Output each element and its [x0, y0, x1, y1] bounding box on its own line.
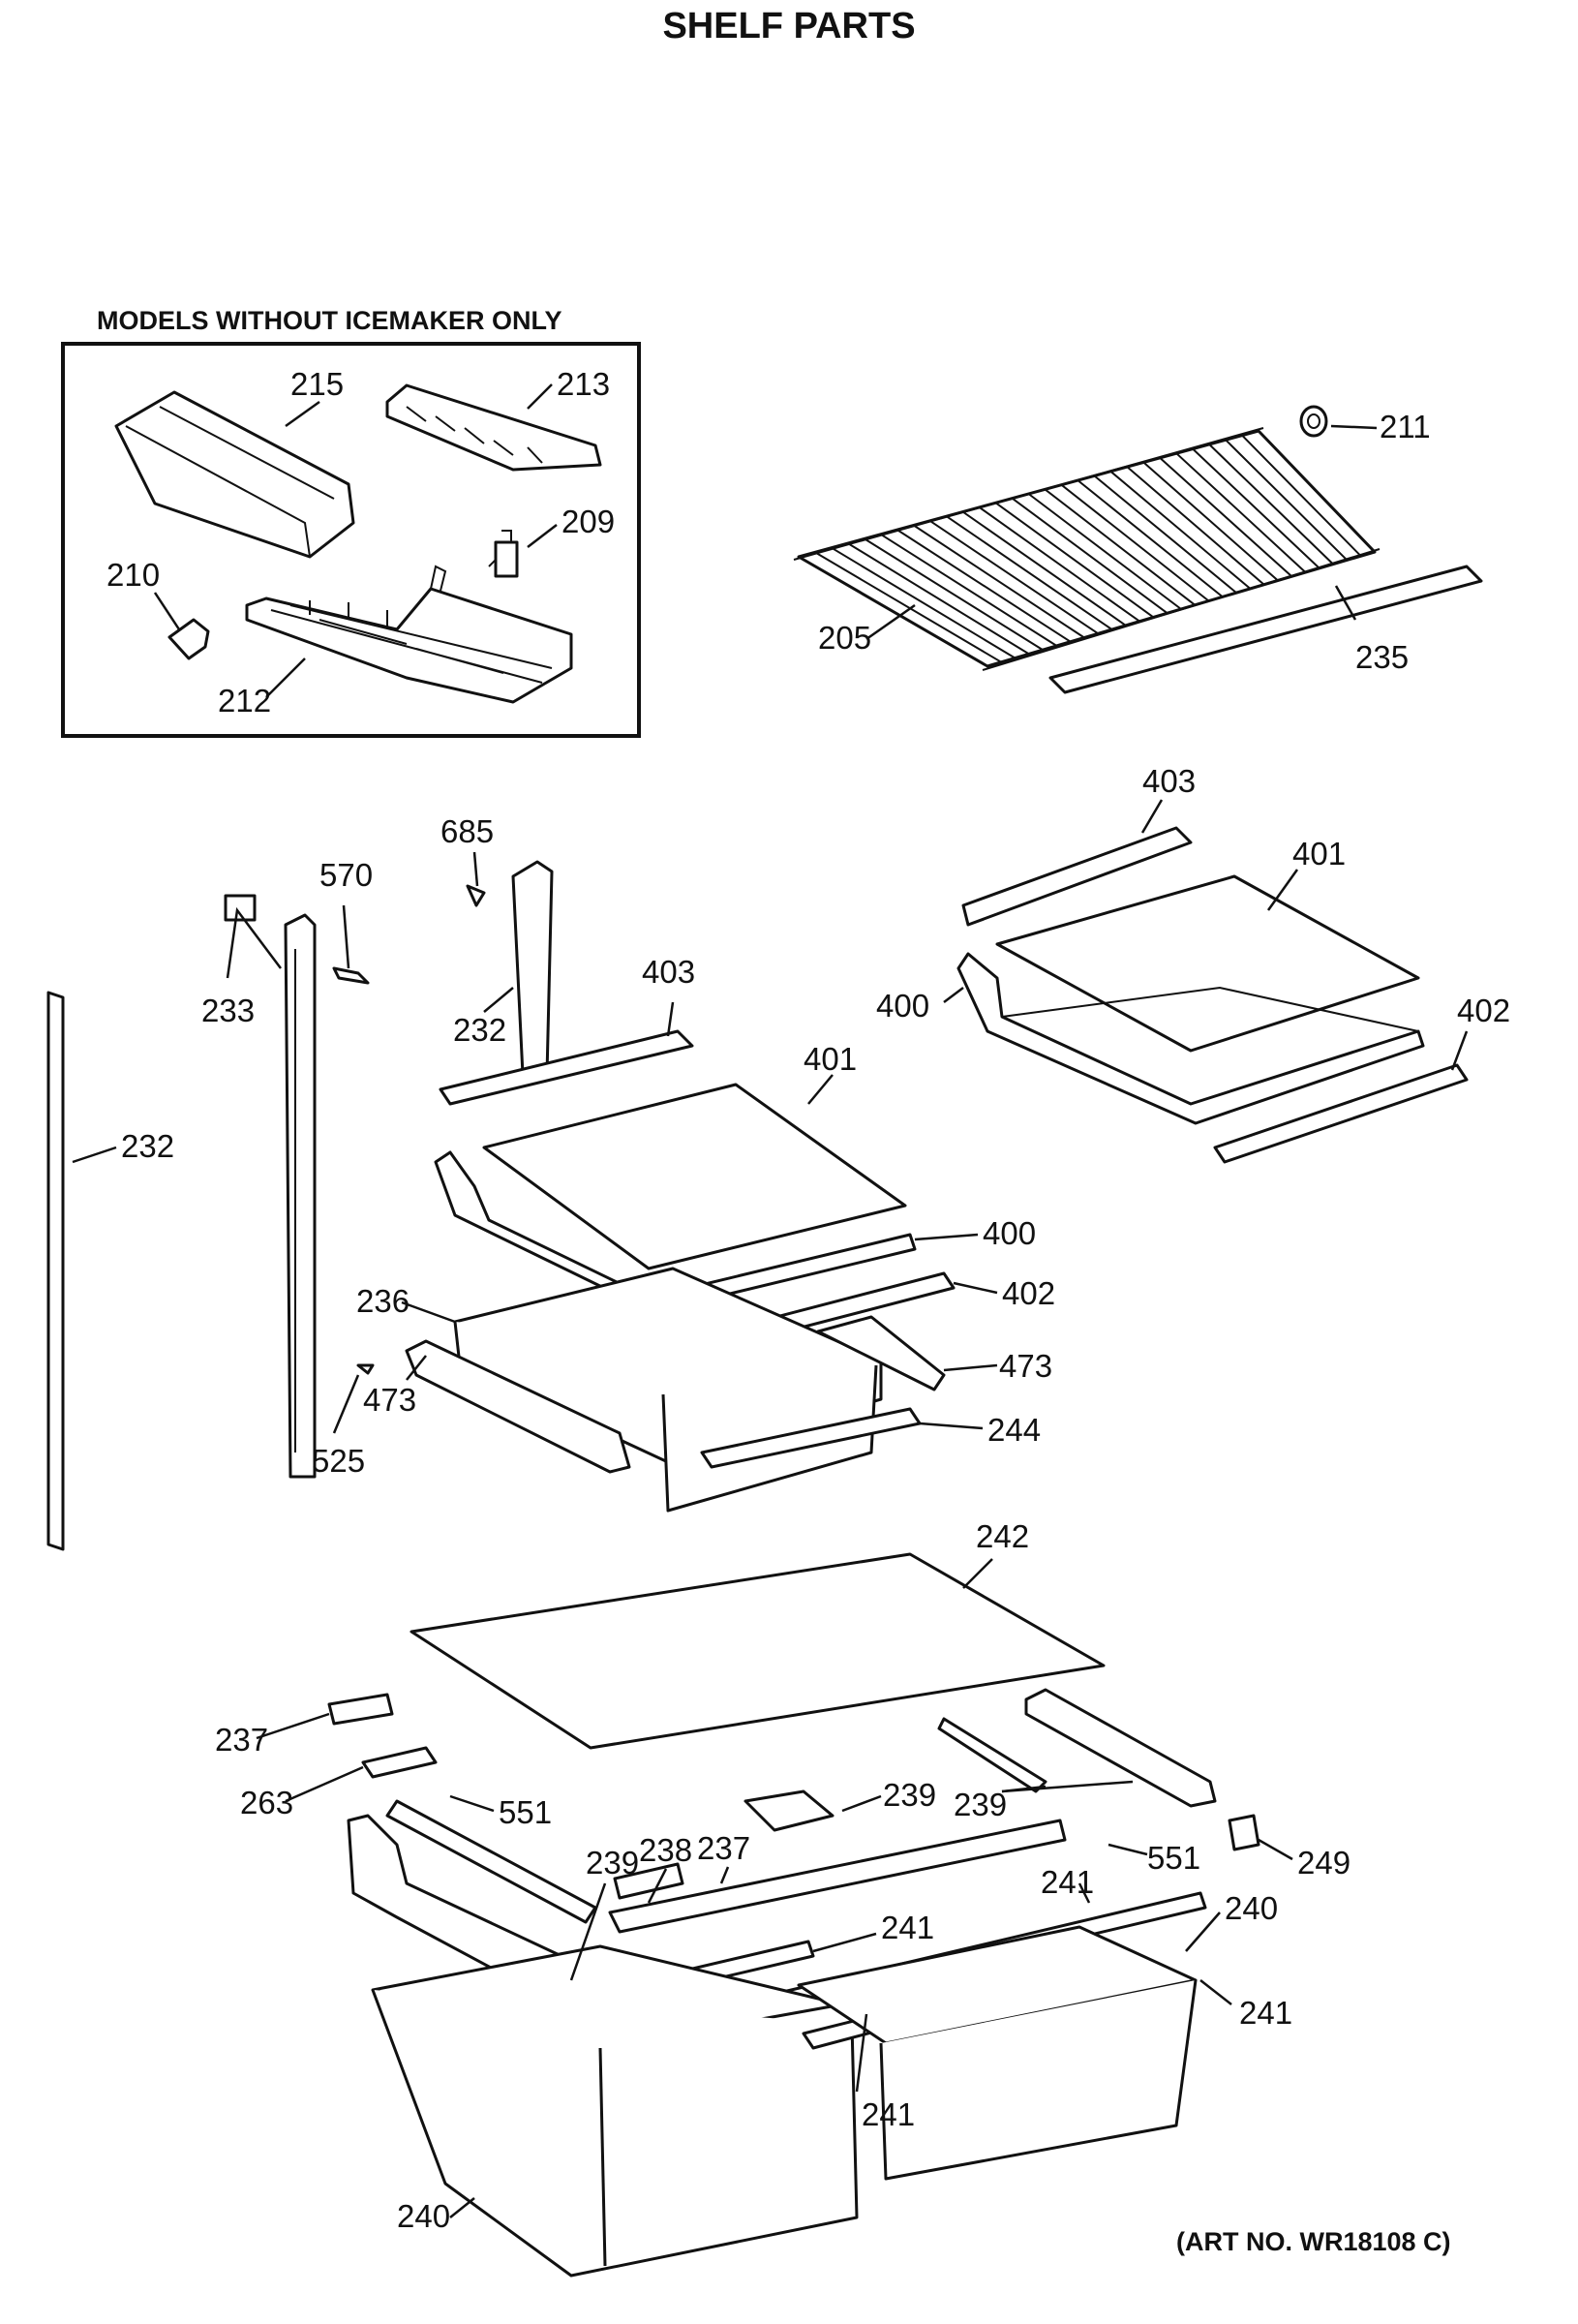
label-237-left: 237 [215, 1722, 268, 1758]
label-241-mid: 241 [881, 1910, 934, 1945]
label-238: 238 [639, 1832, 692, 1868]
ice-bucket-drawing [114, 390, 355, 559]
label-401-mid: 401 [804, 1041, 857, 1077]
inset-title: MODELS WITHOUT ICEMAKER ONLY [97, 306, 562, 335]
label-473-right: 473 [999, 1348, 1052, 1384]
label-210: 210 [106, 557, 160, 593]
label-211: 211 [1380, 409, 1431, 444]
label-239-left: 239 [586, 1845, 639, 1881]
label-237-mid: 237 [697, 1830, 750, 1866]
label-401-right: 401 [1292, 836, 1346, 872]
label-215: 215 [290, 366, 344, 402]
part-labels: 215 213 209 210 212 211 205 235 403 401 … [106, 366, 1510, 2234]
rail-232-left-drawing [46, 991, 65, 1551]
label-551-left: 551 [499, 1794, 552, 1830]
label-400-right: 400 [876, 988, 929, 1024]
diagram-title: SHELF PARTS [662, 6, 916, 46]
label-263: 263 [240, 1785, 293, 1820]
right-shelf-assembly-drawing [956, 826, 1469, 1164]
label-241-right: 241 [1239, 1995, 1292, 2031]
label-402-right: 402 [1457, 993, 1510, 1028]
label-249: 249 [1297, 1845, 1350, 1881]
label-209: 209 [561, 504, 615, 539]
label-241-upper: 241 [1041, 1864, 1094, 1900]
label-232-top: 232 [453, 1012, 506, 1048]
screw-685-drawing [466, 884, 486, 907]
label-233: 233 [201, 993, 255, 1028]
label-212: 212 [218, 683, 271, 719]
label-205: 205 [818, 620, 871, 656]
bottom-assembly-drawing [327, 1552, 1260, 2278]
label-236: 236 [356, 1283, 410, 1319]
label-239-mid: 239 [883, 1777, 936, 1813]
art-number: (ART NO. WR18108 C) [1176, 2227, 1451, 2256]
label-473-left: 473 [363, 1382, 416, 1418]
label-551-right: 551 [1147, 1840, 1200, 1876]
label-242: 242 [976, 1518, 1029, 1554]
cap-211-drawing [1299, 405, 1328, 438]
label-400-mid: 400 [983, 1215, 1036, 1251]
label-402-mid: 402 [1002, 1275, 1055, 1311]
inset-frame [61, 342, 641, 738]
label-235: 235 [1355, 639, 1409, 675]
screw-570-drawing [332, 966, 370, 985]
trim-235-drawing [1048, 565, 1483, 694]
ice-tray-drawing [385, 383, 602, 472]
label-403-right: 403 [1142, 763, 1196, 799]
label-232-left: 232 [121, 1128, 174, 1164]
middle-shelf-assembly-drawing [356, 1029, 956, 1513]
rack-212-drawing [245, 565, 573, 704]
label-685: 685 [440, 813, 494, 849]
rail-232-mid-drawing [284, 913, 317, 1479]
label-403-mid: 403 [642, 954, 695, 990]
rail-232-top-drawing [511, 860, 554, 1077]
clip-233-drawing [224, 894, 257, 922]
knob-210-drawing [167, 618, 210, 660]
leader-lines [72, 383, 1469, 2218]
bracket-209-drawing [488, 530, 519, 578]
label-240-right: 240 [1225, 1890, 1278, 1926]
label-239-right: 239 [954, 1787, 1007, 1822]
wire-shelf-205-drawing [793, 427, 1381, 671]
label-570: 570 [319, 857, 373, 893]
label-213: 213 [557, 366, 610, 402]
label-241-lower: 241 [862, 2096, 915, 2132]
label-525: 525 [312, 1443, 365, 1479]
label-240-left: 240 [397, 2198, 450, 2234]
label-244: 244 [987, 1412, 1041, 1448]
